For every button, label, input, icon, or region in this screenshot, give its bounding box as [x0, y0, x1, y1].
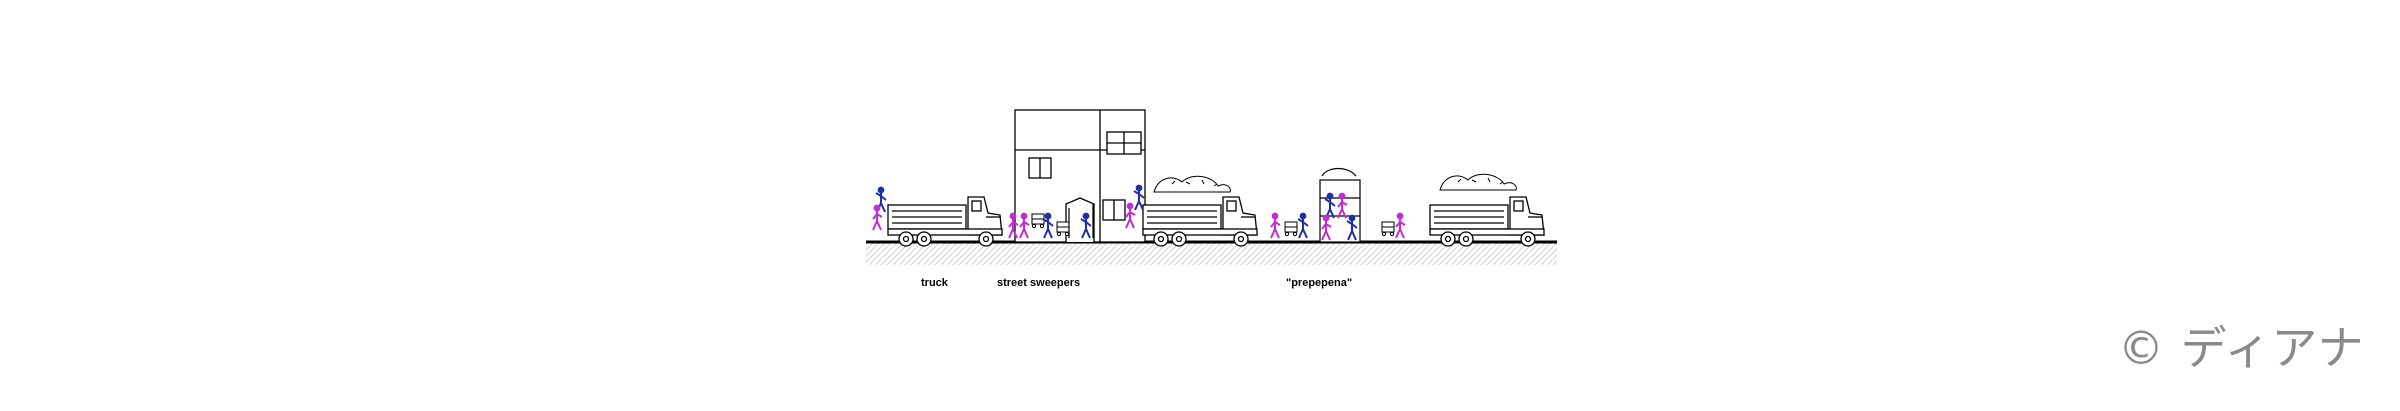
sweeper-cart-icon	[1381, 221, 1395, 237]
worker-icon	[1270, 212, 1281, 239]
worker-icon	[1395, 212, 1406, 239]
broom-icon	[1068, 204, 1094, 238]
label-prepepena: "prepepena"	[1286, 277, 1353, 289]
garbage-pile-icon	[1439, 173, 1517, 191]
dump-truck-icon	[887, 196, 1003, 247]
dump-truck-icon	[1142, 196, 1258, 247]
label-street-sweepers: street sweepers	[997, 277, 1081, 289]
worker-icon	[1297, 212, 1309, 239]
dump-truck-icon	[1429, 196, 1545, 247]
label-truck: truck	[921, 277, 948, 289]
sweeper-cart-icon	[1284, 221, 1298, 237]
copyright-watermark: © ディアナ	[2118, 321, 2365, 375]
garbage-pile-icon	[1153, 175, 1231, 193]
ground-band	[866, 243, 1557, 265]
worker-icon	[872, 204, 883, 231]
